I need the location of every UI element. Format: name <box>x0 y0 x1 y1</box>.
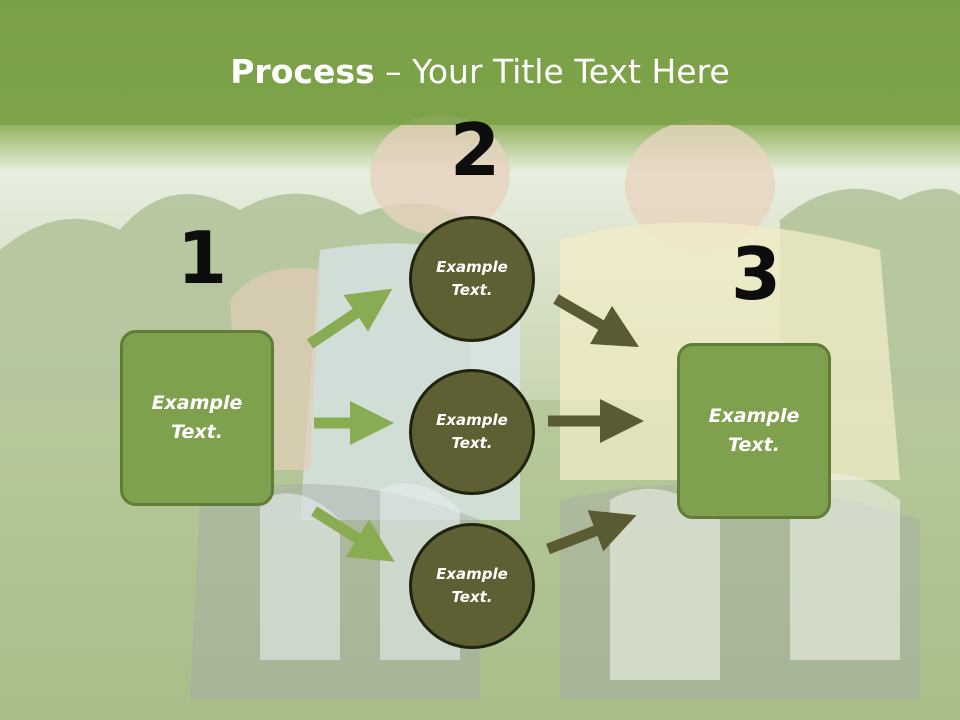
slide-title: Process – Your Title Text Here <box>0 52 960 91</box>
step-number-2: 2 <box>450 108 501 192</box>
arrow-from-circle-3 <box>546 510 637 555</box>
process-circle-2[interactable]: Example Text. <box>409 369 535 495</box>
process-circle-1[interactable]: Example Text. <box>409 216 535 342</box>
title-bold: Process <box>230 52 375 91</box>
step-number-3: 3 <box>731 232 782 316</box>
arrow-to-circle-1 <box>306 288 393 349</box>
arrow-from-circle-1 <box>553 294 640 348</box>
process-circle-3[interactable]: Example Text. <box>409 523 535 649</box>
left-text-box[interactable]: Example Text. <box>120 330 274 506</box>
arrow-to-circle-3 <box>311 506 395 562</box>
right-text-box[interactable]: Example Text. <box>677 343 831 519</box>
title-rest: – Your Title Text Here <box>374 52 730 91</box>
step-number-1: 1 <box>177 216 228 300</box>
